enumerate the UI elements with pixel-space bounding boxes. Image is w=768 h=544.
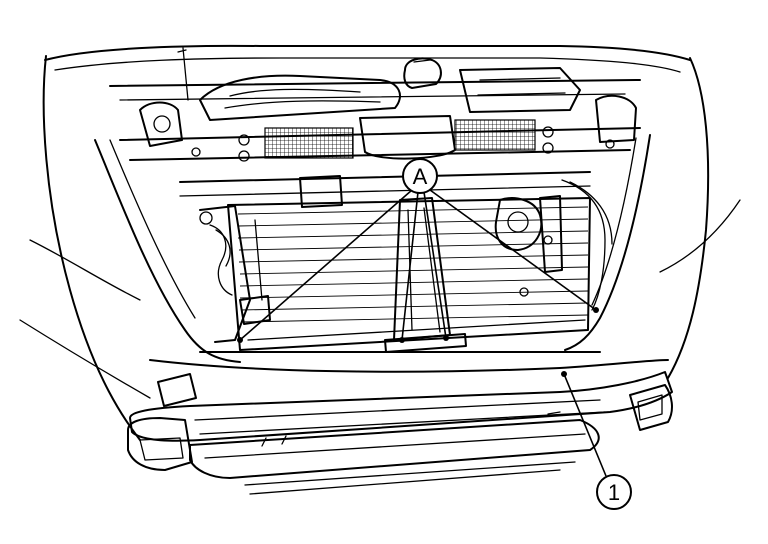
vehicle-body bbox=[19, 44, 741, 495]
engine-compartment bbox=[109, 47, 641, 160]
callout-1: 1 bbox=[596, 474, 632, 510]
callout-1-leader bbox=[561, 371, 607, 477]
callout-1-label: 1 bbox=[608, 480, 620, 505]
radiator-core-support bbox=[119, 119, 641, 208]
center-brace bbox=[384, 197, 467, 353]
left-side-hardware bbox=[199, 205, 271, 343]
radiator bbox=[227, 197, 591, 351]
right-side-hardware bbox=[494, 179, 613, 311]
callout-a-leaders bbox=[237, 189, 599, 343]
callout-a-label: A bbox=[413, 164, 428, 189]
callout-a: A bbox=[402, 158, 438, 194]
